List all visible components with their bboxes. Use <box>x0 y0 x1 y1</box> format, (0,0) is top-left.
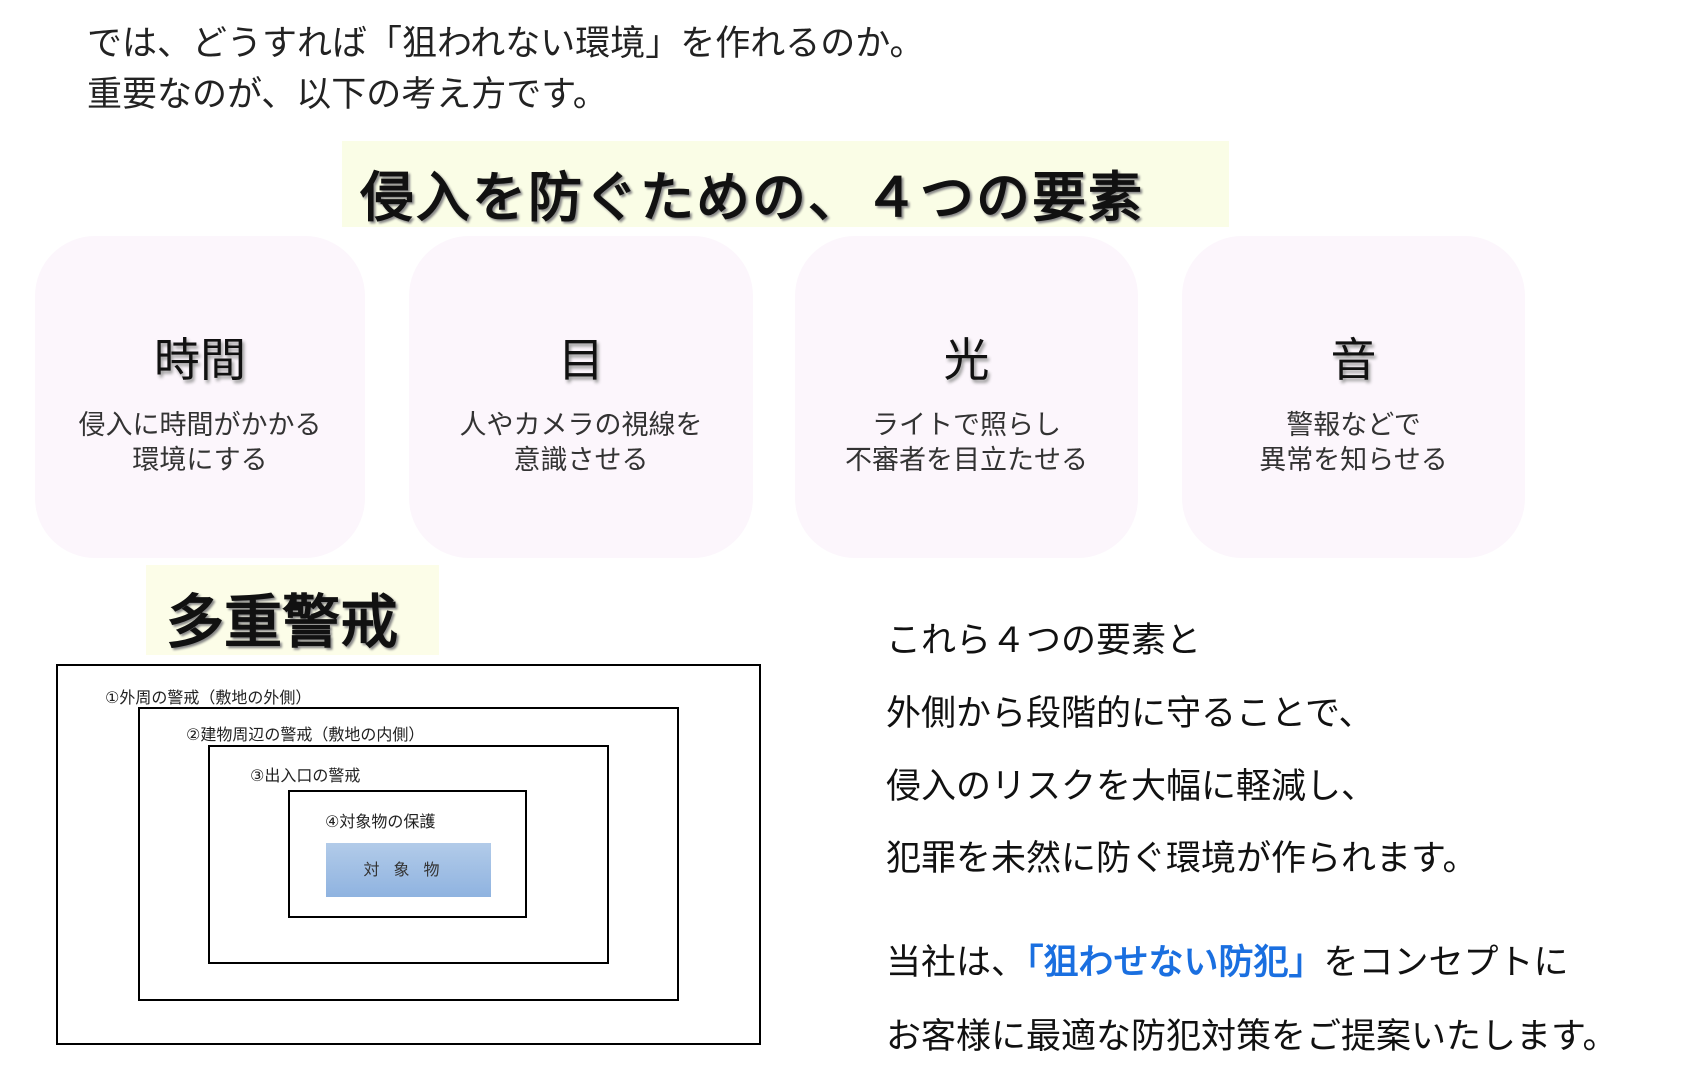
zone-label-2: ②建物周辺の警戒（敷地の内側） <box>186 725 425 744</box>
card-heading: 音 <box>1330 333 1377 387</box>
elements-title-box: 侵入を防ぐための、４つの要素 <box>342 141 1229 229</box>
summary-line: 侵入のリスクを大幅に軽減し、 <box>886 767 1377 807</box>
zone-outer <box>56 664 761 1045</box>
card-desc: 警報などで <box>1286 410 1421 441</box>
summary-line: 犯罪を未然に防ぐ環境が作られます。 <box>886 839 1478 879</box>
zone-label-3: ③出入口の警戒 <box>250 766 361 785</box>
summary-line: 外側から段階的に守ることで、 <box>886 694 1374 734</box>
closing-line: お客様に最適な防犯対策をご提案いたします。 <box>886 1017 1618 1057</box>
concept-prefix: 当社は、 <box>886 943 1027 983</box>
zone-label-1: ①外周の警戒（敷地の外側） <box>105 688 312 707</box>
zone-label-4: ④対象物の保護 <box>325 812 436 831</box>
layered-title-box: 多重警戒 <box>146 565 439 656</box>
target-object: 対象物 <box>326 843 491 897</box>
concept-highlight: 「狙わせない防犯」 <box>1026 942 1324 983</box>
element-card-sound: 音警報などで異常を知らせる <box>1182 236 1525 558</box>
card-desc: 侵入に時間がかかる <box>78 410 322 441</box>
card-heading: 光 <box>943 333 990 387</box>
elements-title: 侵入を防ぐための、４つの要素 <box>360 166 1144 229</box>
element-card-light: 光ライトで照らし不審者を目立たせる <box>795 236 1138 558</box>
card-desc: ライトで照らし <box>872 410 1061 441</box>
element-card-time: 時間侵入に時間がかかる環境にする <box>35 236 365 558</box>
concept-line: 当社は、「狙わせない防犯」をコンセプトに <box>886 934 1569 985</box>
card-desc: 異常を知らせる <box>1259 445 1448 476</box>
card-desc: 不審者を目立たせる <box>845 445 1088 476</box>
card-heading: 時間 <box>154 333 246 387</box>
intro-line-2: 重要なのが、以下の考え方です。 <box>87 75 608 115</box>
intro-line-1: では、どうすれば「狙われない環境」を作れるのか。 <box>87 24 925 64</box>
element-card-eyes: 目人やカメラの視線を意識させる <box>409 236 753 558</box>
card-desc: 環境にする <box>132 445 268 476</box>
zone-entrance <box>208 745 609 964</box>
summary-line: これら４つの要素と <box>886 621 1202 661</box>
layered-title: 多重警戒 <box>166 588 399 656</box>
zone-target <box>288 790 527 918</box>
card-desc: 人やカメラの視線を <box>459 410 703 441</box>
card-heading: 目 <box>558 333 604 387</box>
card-desc: 意識させる <box>513 445 649 476</box>
concept-suffix: をコンセプトに <box>1323 943 1569 983</box>
zone-building <box>138 707 679 1001</box>
